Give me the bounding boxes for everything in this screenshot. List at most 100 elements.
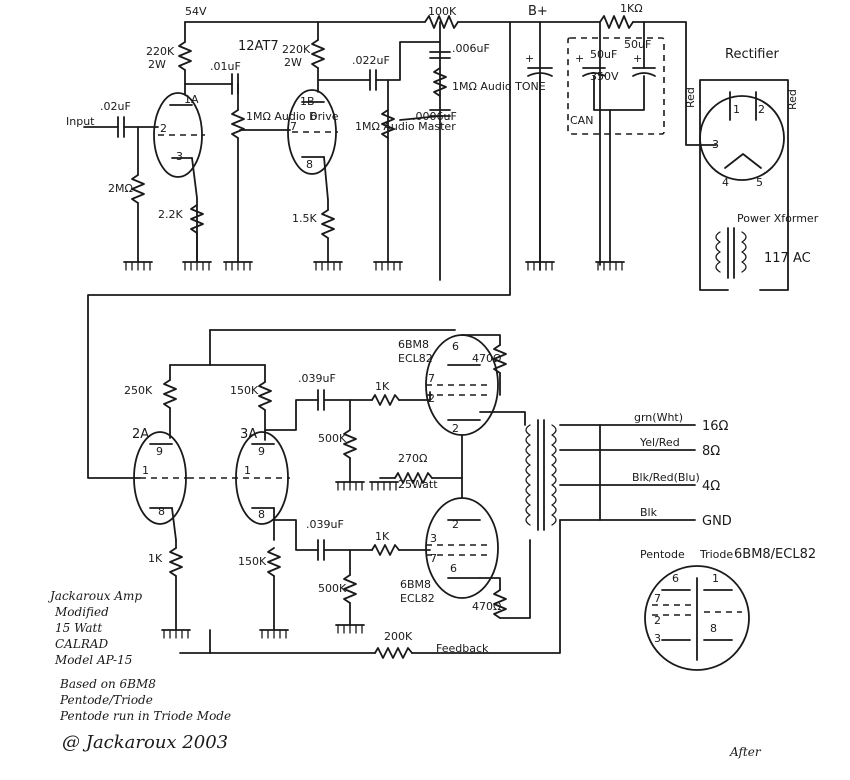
r-200k-label: 200K: [384, 630, 413, 643]
watt-b-label: 2W: [284, 56, 302, 69]
rect-pin-2: 2: [758, 103, 765, 116]
pin-2-label: 2: [160, 122, 167, 135]
r-1k-b-label: 1K: [375, 530, 390, 543]
tone-pot-label: 1MΩ Audio TONE: [452, 80, 546, 93]
r-2m-label: 2MΩ: [108, 182, 133, 195]
ps-pin-9b: 9: [258, 445, 265, 458]
r-470-a-label: 470Ω: [472, 352, 501, 365]
signature: @ Jackaroux 2003: [62, 732, 228, 753]
pin-8-label: 8: [306, 158, 313, 171]
ps-pin-6a: 6: [452, 340, 459, 353]
pinout-title: 6BM8/ECL82: [734, 547, 816, 562]
ps-tube-label-b: 6BM8: [400, 578, 431, 591]
pin-3a-label: 3A: [240, 427, 257, 442]
ps-pin-1a: 1: [142, 464, 149, 477]
ps-pin-3a: 3: [430, 532, 437, 545]
ps-pin-8b: 8: [258, 508, 265, 521]
cap-039-b-label: .039uF: [306, 518, 344, 531]
r-15k-label: 1.5K: [292, 212, 317, 225]
pinout-pin-1: 1: [712, 572, 719, 585]
pinout-pin-3: 3: [654, 632, 661, 645]
ps-pin-6b: 6: [450, 562, 457, 575]
cap-022uf-label: .022uF: [352, 54, 390, 67]
r-500k-b-label: 500K: [318, 582, 347, 595]
r-1k-label: 1KΩ: [620, 2, 643, 15]
schematic-labels: 54V 100K B+ 1KΩ 220K 2W 220K 2W 12AT7 .0…: [47, 2, 819, 759]
tap-wire-4: Blk/Red(Blu): [632, 471, 700, 484]
rect-pin-5: 5: [756, 176, 763, 189]
pin-6-label: 6: [310, 110, 317, 123]
note-line-8: Pentode run in Triode Mode: [59, 709, 231, 723]
tap-value-8: 8Ω: [702, 444, 720, 459]
pinout-triode-label: Triode: [699, 548, 733, 561]
input-label: Input: [66, 115, 95, 128]
power-supply: [525, 21, 789, 291]
cap-plus-b: +: [633, 52, 642, 65]
pinout-pin-2: 2: [654, 614, 661, 627]
ps-pin-8a: 8: [158, 505, 165, 518]
r-1k-c-label: 1K: [148, 552, 163, 565]
drive-pot-label: 1MΩ Audio Drive: [246, 110, 339, 123]
note-line-7: Pentode/Triode: [59, 693, 153, 707]
pinout-pin-8: 8: [710, 622, 717, 635]
note-line-4: CALRAD: [55, 637, 109, 651]
note-line-2: Modified: [54, 605, 109, 619]
stage-one: [83, 21, 291, 271]
ps-pin-9a: 9: [156, 445, 163, 458]
tap-wire-16: grn(Wht): [634, 411, 683, 424]
master-pot-label: 1MΩ Audio Master: [355, 120, 456, 133]
after-label: After: [729, 745, 762, 759]
r-100k-label: 100K: [428, 5, 457, 18]
pin-1b-label: 1B: [300, 95, 315, 108]
watt-a-label: 2W: [148, 58, 166, 71]
can-50uf-b-label: 50uF: [624, 38, 651, 51]
cap-plus-a: +: [575, 52, 584, 65]
can-350v-label: 350V: [590, 70, 619, 83]
r-500k-a-label: 500K: [318, 432, 347, 445]
tap-wire-8: Yel/Red: [639, 436, 680, 449]
ps-pin-2a: 2: [452, 422, 459, 435]
ps-pin-1b: 1: [244, 464, 251, 477]
can-50uf-a-label: 50uF: [590, 48, 617, 61]
ps-pin-7a: 7: [428, 372, 435, 385]
can-label: CAN: [570, 114, 593, 127]
b-plus-label: B+: [528, 4, 548, 19]
ps-tube-alt-a: ECL82: [398, 352, 433, 365]
pin-2a-label: 2A: [132, 427, 149, 442]
r-270-label: 270Ω: [398, 452, 427, 465]
r-150k-b-label: 150K: [238, 555, 267, 568]
note-line-1: Jackaroux Amp: [47, 589, 142, 603]
power-xformer-label: Power Xformer: [737, 212, 819, 225]
ps-tube-label-a: 6BM8: [398, 338, 429, 351]
tap-value-4: 4Ω: [702, 479, 720, 494]
tap-value-gnd: GND: [702, 514, 732, 529]
cap-039-a-label: .039uF: [298, 372, 336, 385]
mains-label: 117 AC: [764, 251, 811, 266]
r-250k-label: 250K: [124, 384, 153, 397]
pinout-diagram: [644, 565, 750, 671]
r-470-b-label: 470Ω: [472, 600, 501, 613]
r-22k-label: 2.2K: [158, 208, 183, 221]
rectifier-label: Rectifier: [725, 47, 779, 62]
note-line-5: Model AP-15: [54, 653, 132, 667]
power-stage: [133, 329, 696, 659]
pinout-pin-6: 6: [672, 572, 679, 585]
cap-006uf-label: .006uF: [452, 42, 490, 55]
feedback-label: Feedback: [436, 642, 489, 655]
pin-3-label: 3: [176, 150, 183, 163]
red-b-label: Red: [786, 89, 799, 110]
tap-wire-gnd: Blk: [640, 506, 658, 519]
pin-1a-label: 1A: [184, 93, 199, 106]
tap-value-16: 16Ω: [702, 419, 729, 434]
note-line-6: Based on 6BM8: [59, 677, 156, 691]
note-line-3: 15 Watt: [55, 621, 102, 635]
cap-02uf-label: .02uF: [100, 100, 131, 113]
rect-pin-3: 3: [712, 138, 719, 151]
cap-plus-c: +: [525, 52, 534, 65]
rect-pin-1: 1: [733, 103, 740, 116]
pinout-pentode-label: Pentode: [640, 548, 685, 561]
ps-tube-alt-b: ECL82: [400, 592, 435, 605]
rect-pin-4: 4: [722, 176, 729, 189]
stage-two: [287, 21, 451, 271]
